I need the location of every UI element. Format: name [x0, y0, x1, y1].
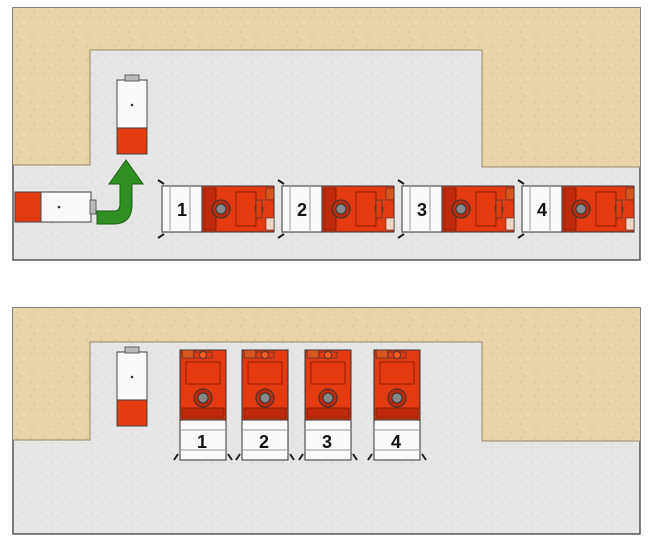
- fire-engine: 4: [517, 179, 635, 239]
- top-panel: 1 2 3 4: [12, 7, 641, 261]
- engine-number: 2: [259, 432, 269, 452]
- engine-number: 4: [537, 200, 547, 220]
- fire-engine: 4: [367, 349, 427, 461]
- engine-number: 1: [177, 200, 187, 220]
- fire-engine: 2: [277, 179, 395, 239]
- engine-number: 3: [322, 432, 332, 452]
- fire-engine: 2: [235, 349, 295, 461]
- small-vehicle: [14, 191, 97, 223]
- top-sand-area: [13, 8, 640, 167]
- top-engine-row: 1 2 3 4: [157, 179, 635, 239]
- engine-number: 2: [297, 200, 307, 220]
- engine-number: 3: [417, 200, 427, 220]
- bottom-panel: 1 2 3 4: [12, 307, 641, 535]
- fire-engine: 1: [173, 349, 233, 461]
- fire-engine: 3: [397, 179, 515, 239]
- top-small-vehicles: [14, 74, 148, 223]
- bottom-sand-area: [13, 308, 640, 441]
- small-vehicle: [116, 74, 148, 155]
- bottom-small-vehicles: [116, 346, 148, 427]
- fire-engine: 3: [298, 349, 358, 461]
- small-vehicle: [116, 346, 148, 427]
- engine-number: 1: [197, 432, 207, 452]
- engine-number: 4: [391, 432, 401, 452]
- bottom-engine-row: 1 2 3 4: [173, 349, 427, 461]
- turn-up-icon: [96, 159, 144, 225]
- fire-engine: 1: [157, 179, 275, 239]
